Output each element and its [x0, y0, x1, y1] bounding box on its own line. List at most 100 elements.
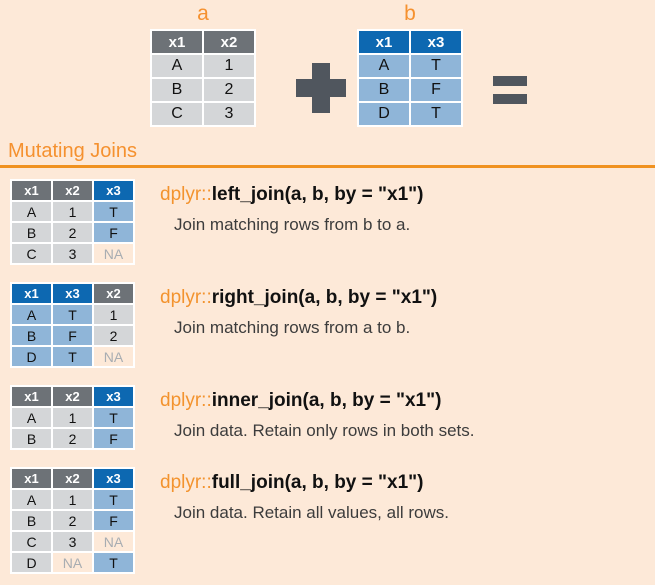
- join-code: dplyr::left_join(a, b, by = "x1"): [160, 182, 424, 207]
- table-cell: C: [12, 244, 51, 263]
- table-cell: T: [411, 103, 461, 125]
- join-description: Join data. Retain all values, all rows.: [174, 503, 449, 522]
- column-header: x3: [94, 181, 133, 200]
- table-cell: T: [53, 305, 92, 324]
- equals-bar-bottom: [493, 94, 527, 104]
- column-header: x3: [411, 31, 461, 53]
- code-function-call: inner_join(a, b, by = "x1"): [211, 390, 442, 411]
- table-cell: NA: [94, 347, 133, 366]
- column-header: x2: [53, 387, 92, 406]
- column-header: x1: [359, 31, 409, 53]
- code-package-prefix: dplyr::: [160, 287, 212, 308]
- table-cell: 1: [204, 55, 254, 77]
- join-code: dplyr::inner_join(a, b, by = "x1"): [160, 388, 475, 413]
- table-cell: NA: [53, 553, 92, 572]
- code-package-prefix: dplyr::: [160, 472, 212, 493]
- join-text-block: dplyr::inner_join(a, b, by = "x1")Join d…: [160, 385, 475, 442]
- table-cell: T: [94, 553, 133, 572]
- table-cell: T: [94, 202, 133, 221]
- table-cell: B: [12, 511, 51, 530]
- table-cell: B: [152, 79, 202, 101]
- table-cell: F: [94, 511, 133, 530]
- table-cell: 1: [94, 305, 133, 324]
- section-divider: [0, 165, 655, 168]
- column-header: x3: [53, 284, 92, 303]
- table-cell: T: [94, 408, 133, 427]
- join-text-block: dplyr::left_join(a, b, by = "x1")Join ma…: [160, 179, 424, 236]
- table-cell: B: [12, 223, 51, 242]
- code-package-prefix: dplyr::: [160, 184, 212, 205]
- table-a-label: a: [197, 2, 209, 25]
- table-cell: A: [12, 202, 51, 221]
- column-header: x1: [12, 469, 51, 488]
- section-title: Mutating Joins: [8, 140, 137, 162]
- table-cell: D: [12, 347, 51, 366]
- table-cell: NA: [94, 244, 133, 263]
- plus-bar-vertical: [312, 63, 330, 113]
- join-code: dplyr::full_join(a, b, by = "x1"): [160, 470, 449, 495]
- table-cell: B: [12, 429, 51, 448]
- table-cell: A: [12, 408, 51, 427]
- table-cell: 3: [53, 244, 92, 263]
- join-text-block: dplyr::full_join(a, b, by = "x1")Join da…: [160, 467, 449, 524]
- code-function-call: left_join(a, b, by = "x1"): [211, 184, 424, 205]
- table-cell: F: [94, 223, 133, 242]
- table-cell: F: [94, 429, 133, 448]
- equals-bar-top: [493, 76, 527, 86]
- code-function-call: full_join(a, b, by = "x1"): [211, 472, 424, 493]
- table-cell: A: [359, 55, 409, 77]
- table-cell: D: [12, 553, 51, 572]
- table-cell: T: [411, 55, 461, 77]
- column-header: x2: [94, 284, 133, 303]
- column-header: x1: [152, 31, 202, 53]
- table-cell: 2: [53, 511, 92, 530]
- table-cell: C: [12, 532, 51, 551]
- table-cell: T: [94, 490, 133, 509]
- table-cell: 2: [94, 326, 133, 345]
- table-cell: 3: [204, 103, 254, 125]
- table-cell: 2: [204, 79, 254, 101]
- column-header: x3: [94, 387, 133, 406]
- table-cell: F: [53, 326, 92, 345]
- column-header: x1: [12, 181, 51, 200]
- column-header: x3: [94, 469, 133, 488]
- column-header: x2: [204, 31, 254, 53]
- table-cell: D: [359, 103, 409, 125]
- table-b-label: b: [404, 2, 416, 25]
- join-text-block: dplyr::right_join(a, b, by = "x1")Join m…: [160, 282, 437, 339]
- table-cell: 1: [53, 490, 92, 509]
- table-cell: NA: [94, 532, 133, 551]
- plus-icon: [296, 63, 346, 113]
- join-description: Join data. Retain only rows in both sets…: [174, 421, 475, 440]
